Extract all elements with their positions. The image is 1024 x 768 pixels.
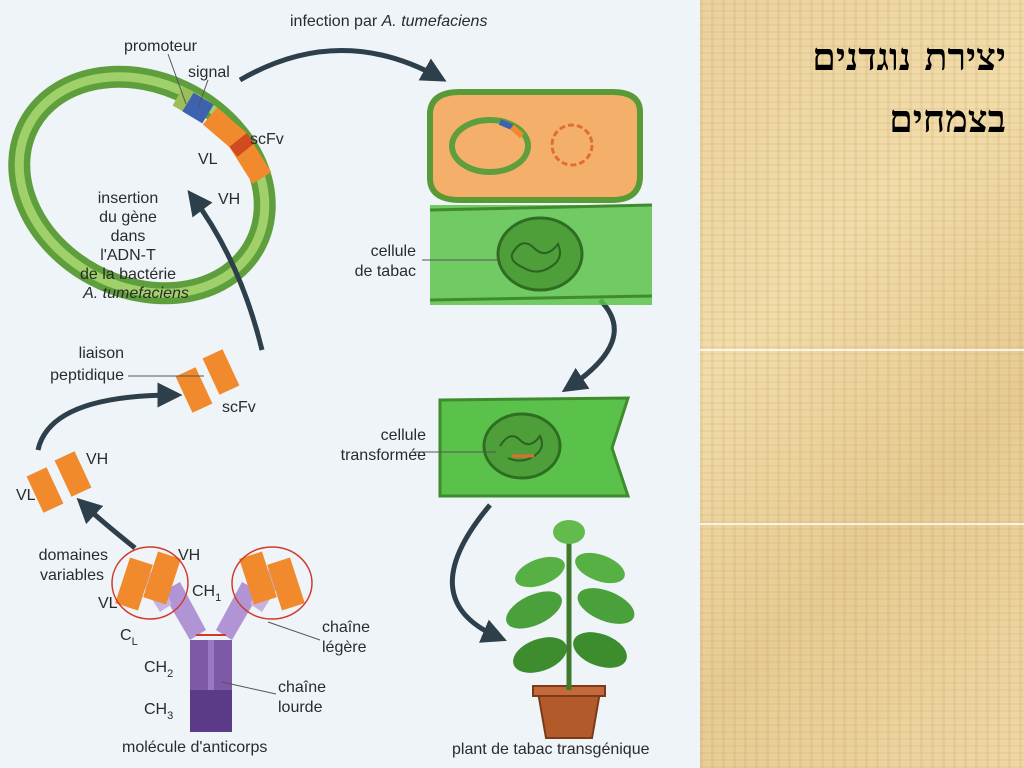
panel-divider-2 — [700, 523, 1024, 525]
transformed-cell — [438, 396, 631, 498]
arrow-scfv-to-plasmid — [187, 189, 265, 351]
arrow-antibody-to-domains — [76, 497, 137, 550]
arrow-transformed-to-plant — [450, 503, 507, 643]
svg-text:cellule: cellule — [381, 427, 426, 444]
scfv-ring-label: scFv — [250, 131, 284, 148]
liaison-peptidique-label: liaison peptidique — [50, 345, 124, 384]
signal-label: signal — [188, 64, 230, 81]
svg-text:transformée: transformée — [341, 447, 426, 464]
svg-text:cellule: cellule — [371, 243, 416, 260]
svg-text:chaîne: chaîne — [278, 679, 326, 696]
cl-label: CL — [120, 627, 138, 648]
chaine-legere-label: chaîne légère — [322, 619, 370, 656]
cellule-transformee-label: cellule transformée — [341, 427, 426, 464]
vh-free-label: VH — [86, 451, 108, 468]
svg-text:chaîne: chaîne — [322, 619, 370, 636]
ch1-label: CH1 — [192, 583, 221, 604]
bacterial-protein-squiggle — [550, 123, 594, 167]
slide-title: יצירת נוגדנים בצמחים — [812, 34, 1006, 141]
infected-cell — [427, 89, 643, 203]
promoteur-label: promoteur — [124, 38, 198, 55]
domaines-variables-label: domaines variables — [39, 547, 108, 584]
svg-text:légère: légère — [322, 639, 367, 656]
svg-text:variables: variables — [40, 567, 104, 584]
variable-domain-circle-right — [231, 546, 313, 620]
variable-domain-circle-left — [111, 546, 189, 620]
arrow-cell-to-transformed — [561, 298, 617, 393]
svg-text:insertion: insertion — [98, 190, 158, 207]
ch3-label: CH3 — [144, 701, 173, 722]
svg-text:lourde: lourde — [278, 699, 323, 716]
title-panel: יצירת נוגדנים בצמחים — [700, 0, 1024, 768]
svg-text:de tabac: de tabac — [355, 263, 416, 280]
antibody-molecule — [111, 546, 313, 732]
ch2-label: CH2 — [144, 659, 173, 680]
transgenic-tobacco-plant — [506, 520, 635, 739]
infection-label: infection par A. tumefaciens — [290, 13, 487, 30]
panel-divider-1 — [700, 349, 1024, 351]
svg-text:l'ADN-T: l'ADN-T — [100, 247, 156, 264]
cellule-tabac-label: cellule de tabac — [355, 243, 416, 280]
vh-ring-label: VH — [218, 191, 240, 208]
svg-text:liaison: liaison — [79, 345, 124, 362]
tobacco-cell — [429, 203, 653, 305]
insertion-label: insertion du gène dans l'ADN-T de la bac… — [80, 190, 189, 302]
svg-text:du gène: du gène — [99, 209, 157, 226]
arrow-domains-to-scfv — [35, 382, 183, 451]
chaine-lourde-label: chaîne lourde — [278, 679, 326, 716]
svg-text:dans: dans — [111, 228, 146, 245]
scfv-mid-label: scFv — [222, 399, 256, 416]
antibody-plant-diagram: infection par A. tumefaciens promoteur s… — [0, 0, 700, 768]
antibody-variable-domains-left — [115, 551, 181, 611]
svg-text:de la bactérie: de la bactérie — [80, 266, 176, 283]
vl-ring-label: VL — [198, 151, 218, 168]
arrow-infection — [238, 48, 447, 83]
plant-transgenique-label: plant de tabac transgénique — [452, 741, 650, 758]
plasmid-ring — [8, 65, 276, 305]
antibody-variable-domains-right — [239, 551, 305, 611]
svg-text:A. tumefaciens: A. tumefaciens — [82, 285, 189, 302]
vh-antibody-label: VH — [178, 547, 200, 564]
scfv-fragment — [175, 349, 240, 413]
svg-text:peptidique: peptidique — [50, 367, 124, 384]
anticorps-label: molécule d'anticorps — [122, 739, 267, 756]
svg-text:domaines: domaines — [39, 547, 108, 564]
free-variable-domains — [26, 451, 92, 513]
vl-antibody-label: VL — [98, 595, 118, 612]
vl-free-label: VL — [16, 487, 36, 504]
